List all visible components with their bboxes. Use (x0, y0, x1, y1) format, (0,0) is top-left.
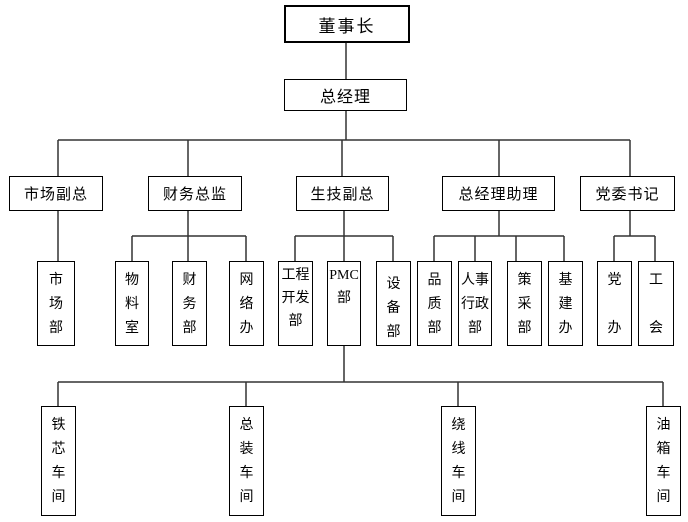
node-hr-admin-dept: 人事 行政 部 (458, 261, 492, 346)
node-label: 铁 芯 车 间 (51, 417, 66, 505)
node-label: 财务总监 (162, 185, 227, 203)
node-production-vp: 生技副总 (296, 176, 389, 211)
node-label: 总经理助理 (458, 185, 539, 203)
node-label: 油 箱 车 间 (656, 417, 671, 505)
node-finance-dept: 财 务 部 (172, 261, 207, 346)
node-materials-room: 物 料 室 (115, 261, 149, 346)
node-label: 市 场 部 (49, 272, 63, 336)
node-label: 物 料 室 (125, 272, 139, 336)
node-label: 董事长 (318, 16, 376, 37)
node-gm-assistant: 总经理助理 (442, 176, 555, 211)
node-label: 党委书记 (595, 185, 660, 203)
node-network-office: 网 络 办 (229, 261, 264, 346)
node-label: PMC 部 (329, 268, 359, 306)
node-label: 网 络 办 (239, 272, 254, 336)
node-chairman: 董事长 (284, 5, 410, 43)
node-pmc-dept: PMC 部 (327, 261, 361, 346)
node-engineering-dept: 工程 开发 部 (278, 261, 313, 346)
node-label: 人事 行政 部 (461, 272, 489, 336)
node-winding-workshop: 绕 线 车 间 (441, 406, 476, 516)
node-label: 绕 线 车 间 (451, 417, 466, 505)
node-equipment-dept: 设 备 部 (376, 261, 411, 346)
node-label: 工 会 (649, 272, 663, 336)
node-label: 品 质 部 (427, 272, 442, 336)
node-finance-director: 财务总监 (148, 176, 242, 211)
node-label: 工程 开发 部 (281, 267, 310, 329)
node-party-office: 党 办 (597, 261, 632, 346)
node-label: 财 务 部 (182, 272, 197, 336)
node-assembly-workshop: 总 装 车 间 (229, 406, 264, 516)
node-infrastructure-office: 基 建 办 (548, 261, 583, 346)
node-label: 总经理 (319, 87, 371, 106)
node-core-workshop: 铁 芯 车 间 (41, 406, 76, 516)
node-labor-union: 工 会 (638, 261, 674, 346)
node-marketing-dept: 市 场 部 (37, 261, 75, 346)
node-party-secretary: 党委书记 (580, 176, 675, 211)
node-purchasing-dept: 策 采 部 (507, 261, 542, 346)
node-general-manager: 总经理 (284, 79, 407, 111)
node-quality-dept: 品 质 部 (417, 261, 452, 346)
node-label: 策 采 部 (517, 272, 532, 336)
node-label: 生技副总 (310, 185, 375, 203)
node-label: 基 建 办 (558, 272, 573, 336)
node-tank-workshop: 油 箱 车 间 (646, 406, 681, 516)
node-label: 党 办 (607, 272, 622, 336)
node-label: 设 备 部 (386, 276, 401, 340)
node-marketing-vp: 市场副总 (9, 176, 103, 211)
node-label: 总 装 车 间 (239, 417, 254, 505)
node-label: 市场副总 (23, 185, 88, 203)
